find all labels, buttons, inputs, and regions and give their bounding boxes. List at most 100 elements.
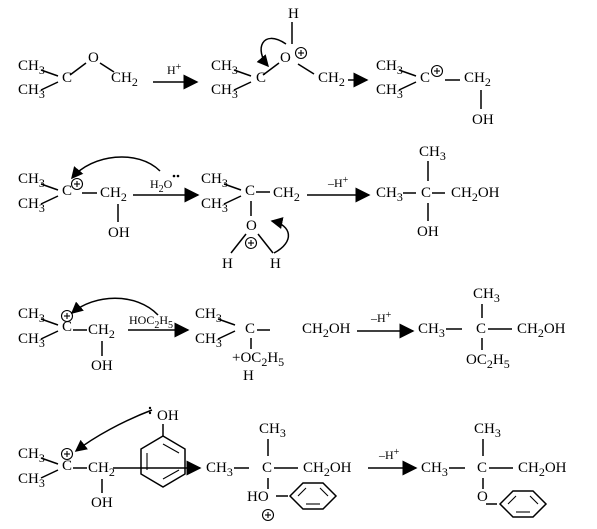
- carbon-label-8: C: [245, 321, 255, 337]
- aromatic-bond: [297, 487, 307, 497]
- proton-h-label-2: H: [222, 256, 233, 272]
- bond-line: [223, 195, 242, 205]
- methylene-label-5: CH2: [273, 185, 300, 204]
- bond-line: [99, 62, 115, 73]
- hydroxyl-label-4: OH: [91, 358, 113, 374]
- hydroxymethyl-label-4: CH2OH: [518, 460, 567, 479]
- hydroxyl-label-1: OH: [472, 112, 494, 128]
- bond-line: [398, 81, 417, 91]
- carbon-label-7: C: [62, 319, 72, 335]
- methyl-label-9: CH3: [201, 171, 228, 190]
- oxygen-label-2: O: [280, 50, 291, 66]
- carbon-label-4: C: [62, 183, 72, 199]
- methyl-label-8: CH3: [18, 196, 45, 215]
- phenol-hydroxyl-label: OH: [157, 408, 179, 424]
- carbocation-charge-icon: [60, 447, 74, 461]
- carbon-label-11: C: [262, 460, 272, 476]
- methyl-label-23: CH3: [421, 460, 448, 479]
- methyl-label-18: CH3: [473, 286, 500, 305]
- methylene-label-1: CH2: [111, 70, 138, 89]
- methyl-label-5: CH3: [376, 58, 403, 77]
- bond-line: [257, 233, 274, 254]
- carbon-label-1: C: [62, 70, 72, 86]
- methyl-label-2: CH3: [18, 82, 45, 101]
- methyl-label-4: CH3: [211, 82, 238, 101]
- methyl-label-24: CH3: [474, 421, 501, 440]
- ether-oxygen-label: O: [477, 489, 488, 505]
- bond-line: [233, 81, 252, 91]
- methyl-label-14: CH3: [18, 331, 45, 350]
- carbon-label-6: C: [421, 185, 431, 201]
- lone-pair-dot: [148, 411, 152, 415]
- nucleophilic-attack-arrow-1: [71, 156, 161, 180]
- bond-line: [40, 69, 59, 77]
- carbon-label-12: C: [477, 460, 487, 476]
- methylene-label-4: CH2: [100, 185, 127, 204]
- aromatic-ring-1: [288, 482, 338, 510]
- bond-line: [230, 233, 247, 254]
- oxonium-charge-icon: [294, 46, 308, 60]
- deprotonation-label-1: –H+: [327, 175, 349, 190]
- methylene-label-7: CH2: [88, 322, 115, 341]
- methyl-label-19: CH3: [18, 446, 45, 465]
- methyl-label-22: CH3: [259, 421, 286, 440]
- hydroxyl-label-3: OH: [417, 224, 439, 240]
- proton-h-label: H: [288, 6, 299, 22]
- methyl-label-16: CH3: [195, 331, 222, 350]
- methylene-label-6: CH2OH: [451, 185, 500, 204]
- methylene-label-8: CH2: [88, 460, 115, 479]
- water-label: H2O: [150, 177, 173, 195]
- methyl-label-7: CH3: [18, 171, 45, 190]
- methyl-label-11: CH3: [376, 185, 403, 204]
- nucleophilic-attack-arrow-3: [74, 409, 153, 452]
- bond-line: [40, 330, 59, 340]
- bond-line: [398, 69, 417, 77]
- methyl-label-21: CH3: [206, 460, 233, 479]
- bond-line: [40, 183, 59, 191]
- oxygen-label-3: O: [246, 218, 257, 234]
- lone-pair-dot: [176, 174, 180, 178]
- methyl-label-15: CH3: [195, 306, 222, 325]
- methyl-label-12: CH3: [419, 144, 446, 163]
- ethoxy-label-2: OC2H5: [466, 352, 510, 371]
- bond-line: [262, 62, 280, 76]
- aromatic-bond: [162, 469, 180, 480]
- bond-line: [40, 81, 59, 91]
- oxonium-label: HO: [247, 489, 269, 505]
- electron-shift-arrow-2: [270, 217, 290, 254]
- bond-line: [233, 69, 252, 77]
- deprotonation-label-3: –H+: [378, 447, 400, 462]
- lone-pair-dot: [148, 406, 152, 410]
- carbon-label-3: C: [420, 70, 430, 86]
- row-4: CH3 CH3 C CH2 OH OH CH3 C CH3 CH2OH HO: [18, 406, 567, 522]
- methylene-label-2: CH2: [318, 70, 345, 89]
- methylene-label-3: CH2: [464, 70, 491, 89]
- row-1: CH3 CH3 C O CH2 H+ H CH3 CH3 C O CH2 CH3…: [18, 6, 494, 128]
- ethanol-label: HOC2H5: [129, 313, 173, 331]
- proton-h-label-4: H: [243, 368, 254, 384]
- hydroxymethyl-label-3: CH2OH: [303, 460, 352, 479]
- methyl-label-1: CH3: [18, 58, 45, 77]
- bond-line: [40, 195, 59, 205]
- deprotonation-label-2: –H+: [370, 310, 392, 325]
- electron-shift-arrow-1: [256, 37, 287, 68]
- carbon-label-10: C: [62, 458, 72, 474]
- carbon-label-5: C: [245, 183, 255, 199]
- aromatic-bond: [507, 495, 517, 505]
- proton-label-1: H+: [167, 62, 182, 77]
- oxonium-charge-icon: [244, 236, 258, 250]
- bond-line: [69, 62, 87, 76]
- methyl-label-6: CH3: [376, 82, 403, 101]
- oxygen-label-1: O: [88, 50, 99, 66]
- proton-h-label-3: H: [270, 256, 281, 272]
- carbon-label-9: C: [476, 321, 486, 337]
- hydroxymethyl-label-2: CH2OH: [517, 321, 566, 340]
- bond-line: [40, 469, 59, 479]
- phenol-ring: [140, 435, 186, 488]
- bond-line: [217, 318, 236, 326]
- aromatic-bond: [529, 495, 539, 505]
- bond-line: [297, 63, 315, 75]
- methyl-label-20: CH3: [18, 471, 45, 490]
- methyl-label-10: CH3: [201, 196, 228, 215]
